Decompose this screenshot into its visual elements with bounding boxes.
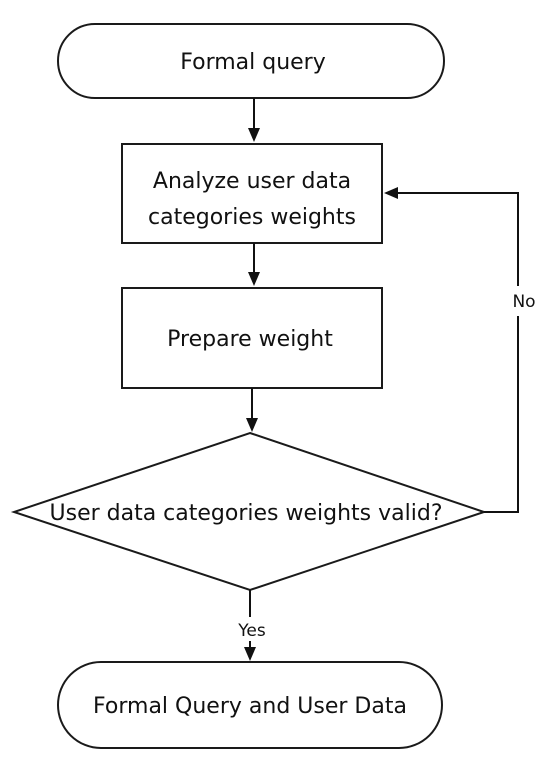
analyze-label-line2: categories weights — [148, 205, 356, 230]
yes-label: Yes — [237, 621, 266, 641]
start-terminator: Formal query — [57, 23, 445, 99]
arrow-prepare-to-decision — [246, 388, 258, 432]
arrow-analyze-to-prepare — [248, 243, 260, 286]
no-edge-label: No — [506, 286, 542, 316]
arrow-start-to-analyze — [248, 98, 260, 142]
no-label: No — [512, 292, 535, 312]
prepare-process-box: Prepare weight — [121, 287, 383, 389]
analyze-process-box: Analyze user data categories weights — [121, 143, 383, 244]
decision-diamond: User data categories weights valid? — [10, 431, 488, 592]
analyze-label-line1: Analyze user data — [153, 169, 351, 194]
yes-edge-label: Yes — [232, 617, 270, 641]
end-label: Formal Query and User Data — [93, 694, 407, 719]
end-terminator: Formal Query and User Data — [57, 661, 443, 749]
no-loop-connector — [384, 187, 519, 513]
prepare-label: Prepare weight — [167, 327, 333, 352]
decision-label: User data categories weights valid? — [50, 501, 443, 526]
start-label: Formal query — [180, 50, 326, 75]
